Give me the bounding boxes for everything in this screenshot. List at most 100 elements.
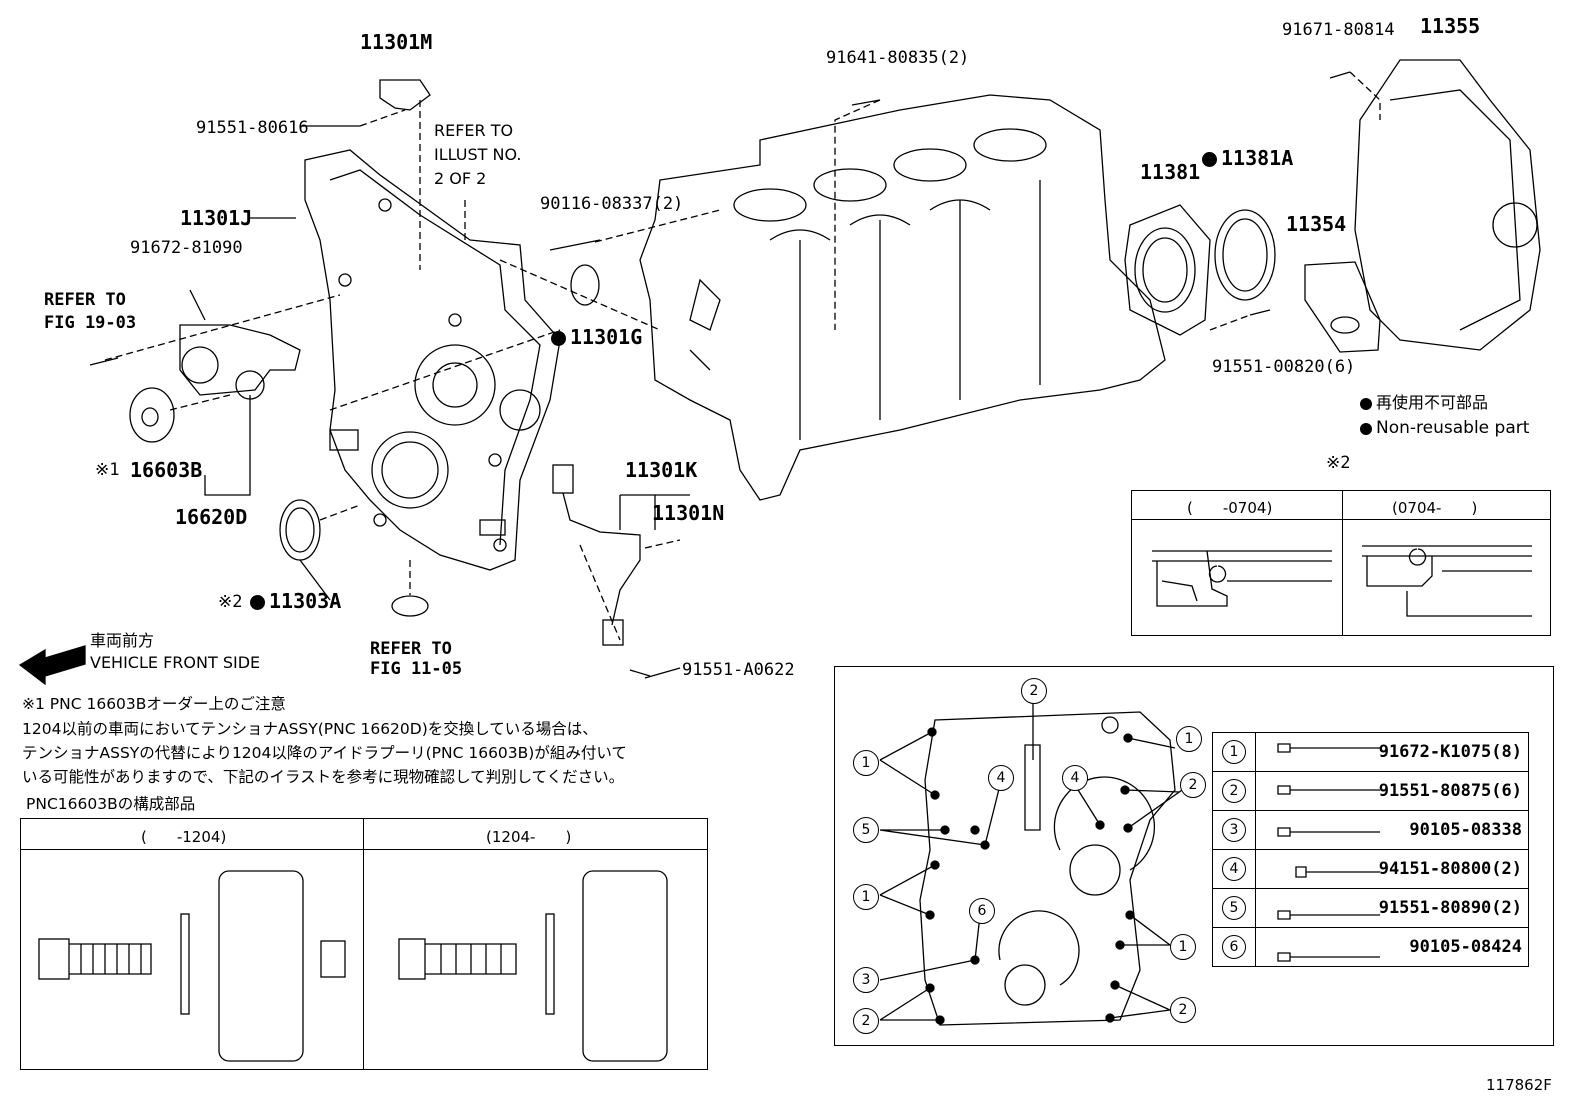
callout-bolt-1: 1 <box>1170 934 1196 960</box>
callout-bolt-1: 1 <box>853 750 879 776</box>
seal-cross-section-drawings <box>1152 545 1532 617</box>
refer-fig19-line1: REFER TO <box>44 290 126 310</box>
non-reusable-dot-icon <box>1202 152 1217 167</box>
end-plate-illustration <box>1354 59 1541 351</box>
bolt-part-number: 91551-80875(6) <box>1255 771 1529 811</box>
refer-fig11-line2: FIG 11-05 <box>370 659 463 679</box>
bolt-part-number: 91672-K1075(8) <box>1255 732 1529 772</box>
callout-bolt-2: 2 <box>1021 678 1047 704</box>
callout-bolt-4: 4 <box>1062 765 1088 791</box>
part-label-11303A: 11303A <box>246 591 341 611</box>
bolt-location-diagram <box>879 700 1186 1026</box>
pulley-component-drawings <box>38 870 668 1062</box>
bolt-number: 1 <box>1222 740 1246 764</box>
refer-illust-line1: REFER TO <box>434 121 514 140</box>
part-label-11354: 11354 <box>1286 212 1347 236</box>
non-reusable-dot-icon <box>1360 423 1372 435</box>
callout-bolt-2: 2 <box>1170 997 1196 1023</box>
table-row: 3 90105-08338 <box>1212 810 1529 850</box>
refer-fig19-line2: FIG 19-03 <box>44 313 137 333</box>
vehicle-front-arrow-icon <box>18 645 86 686</box>
non-reusable-dot-icon <box>551 331 566 346</box>
timing-chain-cover-illustration <box>304 149 561 571</box>
pulley-table-col1: ( -1204) <box>141 828 227 846</box>
part-label-16620D: 16620D <box>175 505 248 529</box>
note-title: ※1 PNC 16603Bオーダー上のご注意 <box>22 695 286 713</box>
note-mark-1: ※1 <box>95 460 120 480</box>
callout-bolt-1: 1 <box>1176 726 1202 752</box>
figure-id: 117862F <box>1486 1076 1552 1094</box>
callout-bolt-1: 1 <box>853 884 879 910</box>
bolt-part-number: 90105-08338 <box>1255 810 1529 850</box>
legend-non-reusable-en: Non-reusable part <box>1356 420 1529 437</box>
table-row: 2 91551-80875(6) <box>1212 771 1529 811</box>
idler-pulley-illustration <box>129 387 175 443</box>
callout-bolt-3: 3 <box>853 967 879 993</box>
cylinder-block-illustration <box>639 94 1166 501</box>
rear-oil-seal-illustration <box>1214 209 1276 301</box>
cam-position-sensor-illustration <box>379 79 431 111</box>
part-label-11301J: 11301J <box>180 206 253 230</box>
part-label-91551-80616: 91551-80616 <box>196 118 309 138</box>
table-row: 4 94151-80800(2) <box>1212 849 1529 889</box>
part-label-11301K: 11301K <box>625 458 698 482</box>
bolt-location-detail-box <box>834 666 1554 1046</box>
legend-non-reusable-jp: 再使用不可部品 <box>1356 395 1488 411</box>
part-label-90116-08337: 90116-08337(2) <box>540 194 684 214</box>
chain-tensioner-illustration <box>179 324 301 400</box>
callout-bolt-2: 2 <box>853 1008 879 1034</box>
part-label-11301G: 11301G <box>547 327 642 347</box>
refer-illust-line3: 2 OF 2 <box>434 169 487 188</box>
part-label-91551-A0622: 91551-A0622 <box>682 660 795 680</box>
callout-bolt-2: 2 <box>1180 772 1206 798</box>
pulley-table-col2: (1204- ) <box>486 828 572 846</box>
callout-bolt-5: 5 <box>853 817 879 843</box>
non-reusable-dot-icon <box>1360 398 1372 410</box>
part-label-91551-00820: 91551-00820(6) <box>1212 357 1356 377</box>
o-ring-illustration <box>570 264 600 306</box>
bolt-number: 2 <box>1222 779 1246 803</box>
end-plate-cover-illustration <box>1304 261 1381 353</box>
non-reusable-dot-icon <box>250 595 265 610</box>
idler-pulley-variant-table: ( -1204) (1204- ) <box>20 818 708 1070</box>
note-subtitle: PNC16603Bの構成部品 <box>26 795 196 813</box>
table-row: 6 90105-08424 <box>1212 927 1529 967</box>
note-line-2: テンショナASSYの代替により1204以降のアイドラプーリ(PNC 16603B… <box>22 744 627 762</box>
seal-table-mark: ※2 <box>1326 453 1351 473</box>
oil-pressure-sensor-illustration <box>552 464 641 646</box>
bolt-number: 5 <box>1222 896 1246 920</box>
vehicle-front-label-jp: 車両前方 <box>90 631 155 650</box>
seal-table-col1: ( -0704) <box>1187 499 1273 517</box>
bolt-number: 3 <box>1222 818 1246 842</box>
part-label-11355: 11355 <box>1420 14 1481 38</box>
bolt-part-number-table: 1 91672-K1075(8) 2 91551-80875(6) 3 90105-0… <box>1212 732 1529 967</box>
bolt-number: 6 <box>1222 935 1246 959</box>
note-mark-2: ※2 <box>218 592 243 612</box>
table-row: 1 91672-K1075(8) <box>1212 732 1529 772</box>
note-line-3: いる可能性がありますので、下記のイラストを参考に現物確認して判別してください。 <box>22 768 625 786</box>
part-label-91671-80814: 91671-80814 <box>1282 20 1395 40</box>
refer-illust-line2: ILLUST NO. <box>434 145 522 164</box>
bolt-part-number: 94151-80800(2) <box>1255 849 1529 889</box>
part-label-11301M: 11301M <box>360 30 433 54</box>
part-label-91641-80835: 91641-80835(2) <box>826 48 970 68</box>
bolt-part-number: 90105-08424 <box>1255 927 1529 967</box>
part-label-11381: 11381 <box>1140 160 1201 184</box>
seal-variant-table: ( -0704) (0704- ) <box>1131 490 1551 636</box>
part-label-91672-81090: 91672-81090 <box>130 238 243 258</box>
rear-seal-retainer-illustration <box>1124 204 1211 336</box>
seal-table-col2: (0704- ) <box>1392 499 1478 517</box>
vehicle-front-label-en: VEHICLE FRONT SIDE <box>90 653 261 672</box>
refer-fig11-line1: REFER TO <box>370 639 452 659</box>
table-row: 5 91551-80890(2) <box>1212 888 1529 928</box>
part-label-16603B: 16603B <box>130 458 203 482</box>
callout-bolt-6: 6 <box>969 898 995 924</box>
part-label-11381A: 11381A <box>1198 148 1293 168</box>
callout-bolt-4: 4 <box>988 765 1014 791</box>
bolt-part-number: 91551-80890(2) <box>1255 888 1529 928</box>
bolt-illustrations <box>89 71 1351 677</box>
bolt-number: 4 <box>1222 857 1246 881</box>
leader-lines <box>104 71 1381 679</box>
part-label-11301N: 11301N <box>652 501 725 525</box>
note-line-1: 1204以前の車両においてテンショナASSY(PNC 16620D)を交換してい… <box>22 720 598 738</box>
